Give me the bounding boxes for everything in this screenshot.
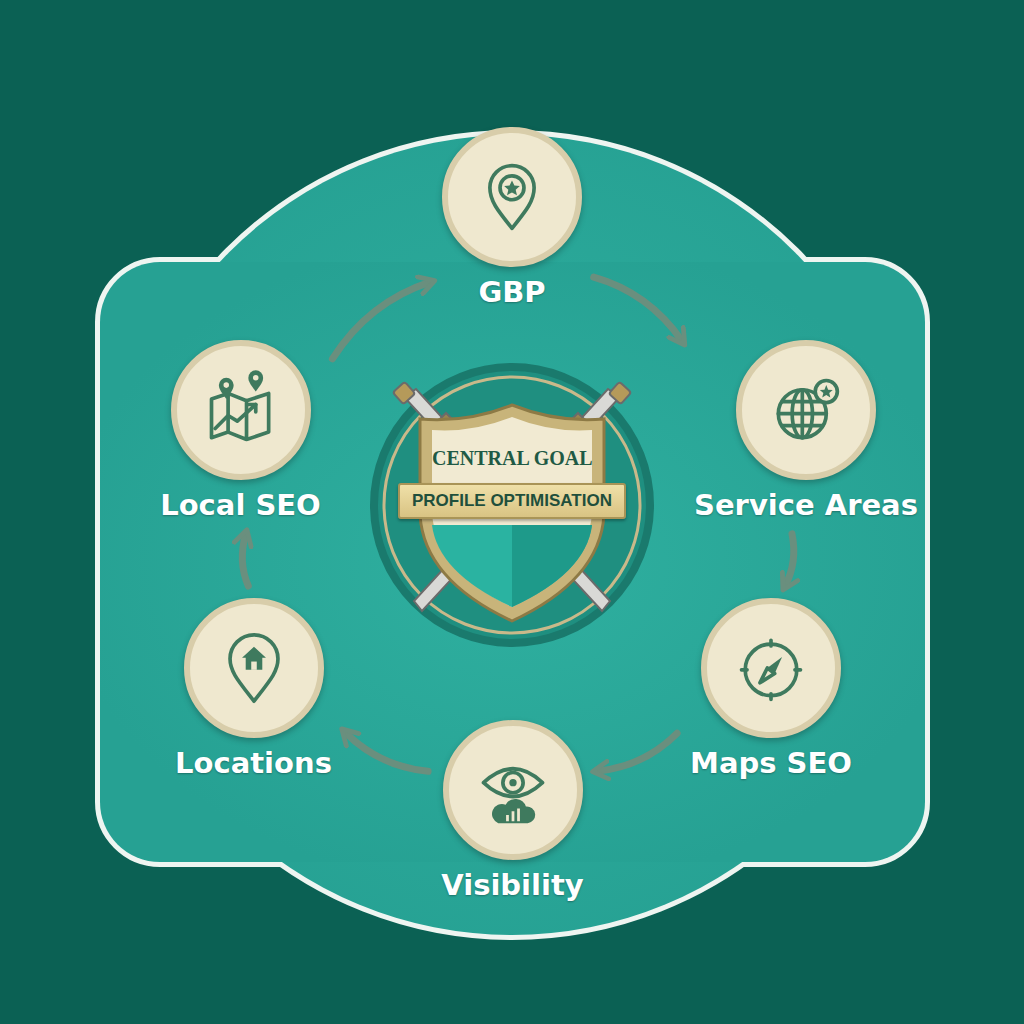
icon-circle (443, 720, 583, 860)
icon (449, 726, 577, 854)
center-halo (374, 367, 650, 643)
service-areas-node: Service Areas (692, 340, 920, 522)
local-seo-node: Local SEO (158, 340, 323, 522)
icon (448, 133, 576, 261)
maps-seo-node: Maps SEO (688, 598, 854, 780)
node-label: Local SEO (158, 488, 323, 522)
icon-circle (171, 340, 311, 480)
gbp-node: GBP (440, 127, 584, 309)
center-ring (384, 377, 640, 633)
visibility-node: Visibility (439, 720, 586, 902)
goal-banner: PROFILE OPTIMISATION (398, 483, 626, 519)
cycle-arrow (594, 277, 683, 341)
cycle-arrow (332, 282, 430, 359)
cycle-arrow (785, 534, 794, 586)
icon-circle (442, 127, 582, 267)
cycle-arrow (345, 732, 428, 771)
central-goal-shield: CENTRAL GOAL PROFILE OPTIMISATION (382, 375, 642, 635)
icon (190, 604, 318, 732)
icon-circle (184, 598, 324, 738)
icon (742, 346, 870, 474)
icon-circle (701, 598, 841, 738)
goal-heading: CENTRAL GOAL (432, 447, 593, 470)
cycle-arrow (597, 733, 677, 771)
node-label: Locations (173, 746, 334, 780)
node-label: Service Areas (692, 488, 920, 522)
node-label: Visibility (439, 868, 586, 902)
node-label: GBP (440, 275, 584, 309)
node-label: Maps SEO (688, 746, 854, 780)
icon (177, 346, 305, 474)
icon-circle (736, 340, 876, 480)
locations-node: Locations (173, 598, 334, 780)
cycle-arrow (242, 534, 248, 586)
icon (707, 604, 835, 732)
